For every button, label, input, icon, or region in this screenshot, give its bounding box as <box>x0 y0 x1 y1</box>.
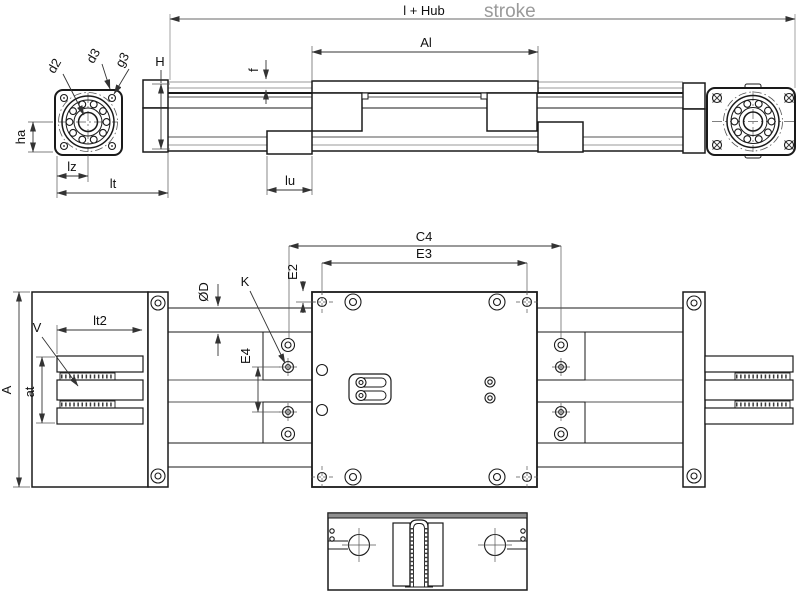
dim-label-e3: E3 <box>416 246 432 261</box>
right-bearing-housing <box>706 83 796 159</box>
left-bearing-housing <box>54 89 123 156</box>
dim-label-lz: lz <box>67 159 76 174</box>
label-k: K <box>241 274 250 289</box>
dim-lt2: lt2 <box>56 313 143 354</box>
leader-v: V <box>33 320 79 387</box>
end-center-channel <box>392 519 444 588</box>
dim-lu: lu <box>266 156 313 195</box>
label-g3: g3 <box>112 50 132 70</box>
dim-a: A <box>0 291 30 488</box>
leader-k: K <box>241 274 286 364</box>
side-elevation-view: l + Hub stroke Al <box>13 1 796 198</box>
label-d2: d2 <box>44 56 64 76</box>
carriage-plate-plan <box>311 291 538 488</box>
dim-label-stroke: stroke <box>484 1 536 22</box>
left-mount-block <box>262 331 313 444</box>
corner-screws-right-housing <box>711 92 795 151</box>
bearing-balls-left <box>65 100 111 144</box>
dim-e2: E2 <box>285 264 316 313</box>
dim-label-e2: E2 <box>285 264 300 280</box>
dim-label-f: f <box>246 68 261 72</box>
right-end-plate-plan <box>682 291 706 488</box>
dim-c4: C4 <box>288 229 562 338</box>
dim-label-ha: ha <box>13 129 28 144</box>
dim-ha: ha <box>13 121 53 153</box>
dim-label-h: H <box>155 54 164 69</box>
thread-hole-k-lower <box>279 403 297 421</box>
dim-label-a: A <box>0 385 14 394</box>
thread-hole-k-upper <box>279 358 297 376</box>
dim-label-lt2: lt2 <box>93 313 107 328</box>
leader-d3: d3 <box>83 46 111 90</box>
toothed-belt-left <box>59 372 116 409</box>
dim-f: f <box>246 60 269 104</box>
leader-g3: g3 <box>112 50 132 95</box>
cross-hole-br <box>516 466 538 488</box>
label-v: V <box>33 320 42 335</box>
dim-label-al: Al <box>420 35 432 50</box>
dim-label-l-hub: l + Hub <box>403 3 445 18</box>
right-belt-tongue <box>704 355 794 425</box>
carriage-side-view <box>266 80 584 155</box>
right-mount-block <box>536 331 586 444</box>
dim-e3: E3 <box>321 246 528 295</box>
dim-label-od: ØD <box>196 282 211 302</box>
dim-label-c4: C4 <box>416 229 433 244</box>
dim-overall-stroke: l + Hub stroke <box>169 1 796 88</box>
dim-lz: lz <box>56 155 89 198</box>
cross-hole-bl <box>311 466 333 488</box>
left-end-plate-plan <box>147 291 169 488</box>
belt-clamp <box>348 373 392 405</box>
left-end-plate-side <box>142 79 169 153</box>
end-bore-left <box>328 528 376 562</box>
dim-e4: E4 <box>238 348 280 413</box>
dim-label-at: at <box>22 386 37 397</box>
toothed-belt-right <box>734 372 791 409</box>
dim-al: Al <box>311 35 539 80</box>
bearing-balls-right <box>730 99 776 144</box>
dim-h: H <box>152 54 170 150</box>
label-d3: d3 <box>83 46 103 66</box>
dim-label-lu: lu <box>285 173 295 188</box>
end-bore-right <box>478 528 527 562</box>
plan-view: A lt2 at V ØD <box>0 229 794 488</box>
dim-at: at <box>22 356 55 424</box>
leader-d2: d2 <box>44 56 85 116</box>
dim-label-e4: E4 <box>238 348 253 364</box>
right-end-plate-side <box>682 82 706 154</box>
left-housing-plan <box>31 291 149 488</box>
dim-lt: lt <box>56 153 169 198</box>
dim-od: ØD <box>196 282 221 356</box>
dim-label-lt: lt <box>110 176 117 191</box>
end-section-view <box>327 512 528 591</box>
